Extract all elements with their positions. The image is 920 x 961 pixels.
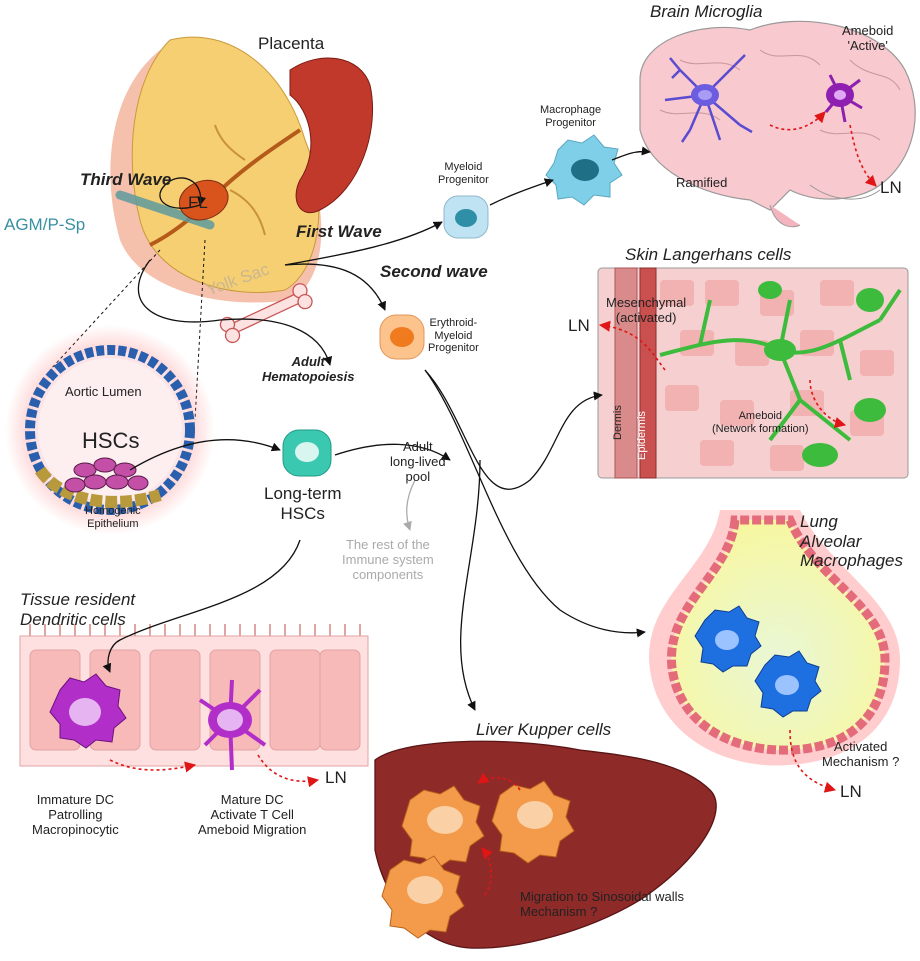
lung-ln-arrow [789,729,837,793]
fl-label: FL [188,193,208,212]
third-wave-loop [159,177,207,209]
skin-network-arrow [809,379,847,428]
arrow-adult-hematopoiesis [137,259,333,366]
alveolar-macrophage-1 [694,605,762,673]
adult-hematopoiesis-label: Adult Hematopoiesis [262,354,355,384]
dermis-layer [614,267,638,479]
brain-illustration [639,20,916,228]
lung-ln-label: LN [840,782,862,801]
arrow-emp-to-lung [424,369,646,638]
macrophage-progenitor-cell [545,134,623,206]
lung-alveolus [667,515,890,755]
vessel-branch-2 [229,189,266,236]
epidermis-layer [639,267,657,479]
arrow-first-wave [284,221,443,266]
liver-title: Liver Kupper cells [476,720,612,739]
lung-title: Lung Alveolar Macrophages [800,512,904,571]
brain-red-arrow [769,111,826,131]
bone-icon [219,283,313,344]
homogenic-epithelium-label: Homogenic Epithelium [85,505,141,530]
dc-ln-label: LN [325,768,347,787]
second-wave-label: Second wave [380,262,488,281]
kupffer-cell-1 [401,785,485,869]
alveolar-macrophage-2 [754,650,822,718]
skin-cells [660,280,894,471]
vessel-branch-1 [214,124,246,161]
brain-ramified-label: Ramified [676,175,728,190]
arrow-myeloid-to-macrophage [489,178,554,206]
long-term-hscs-label: Long-term HSCs [264,484,342,523]
hscs-label: HSCs [82,428,140,453]
brain-title: Brain Microglia [650,2,763,21]
myeloid-progenitor-label: Myeloid Progenitor [438,161,489,186]
liver-illustration [374,740,717,949]
aortic-inner [38,358,182,502]
dc-title: Tissue resident Dendritic cells [20,590,136,629]
rest-immune-label: The rest of the Immune system components [342,537,434,582]
aortic-lumen-label: Aortic Lumen [65,384,142,399]
liver-arrow-2 [481,847,493,896]
arrow-lt-to-pool [334,443,451,461]
brain-ln-arrow [849,124,877,187]
macrophage-progenitor-label: Macrophage Progenitor [540,104,602,129]
mature-dc-label: Mature DC Activate T Cell Ameboid Migrat… [198,792,307,837]
kupffer-cell-3 [381,855,465,939]
epidermis-label: Epidermis [636,411,648,460]
arrow-macrophage-to-brain [611,146,651,161]
agm-label: AGM/P-Sp [4,215,86,234]
placenta-shape [289,57,374,214]
hsc-cluster [64,457,149,493]
arrow-emp-to-liver [460,459,481,711]
first-wave-label: First Wave [296,222,382,241]
erythroid-myeloid-progenitor-cell [379,314,425,360]
flow-arrows [102,146,651,711]
immature-dc [49,673,127,749]
lung-activated-label: Activated Mechanism ? [822,739,900,769]
kupffer-cell-2 [491,780,575,864]
dendritic-tissue [19,624,369,788]
embryo-group [49,36,374,421]
arrow-hsc-to-lt [129,439,281,471]
dc-ln-arrow [257,754,320,788]
long-term-hsc-cell [282,429,332,477]
skin-mesenchymal-label: Mesenchymal (activated) [606,295,687,325]
skin-ln-label: LN [568,316,590,335]
placenta-label: Placenta [258,34,325,53]
brain-ameboid-label: Ameboid 'Active' [842,23,894,53]
arrow-lt-to-dc [102,539,301,673]
dc-maturation-arrow [109,759,197,773]
brain-ln-label: LN [880,178,902,197]
ramified-microglia [664,54,753,143]
homogenic-epithelium [35,466,162,508]
dermis-label: Dermis [612,405,624,440]
myeloid-progenitor-cell [443,195,489,239]
arrow-emp-to-skin [424,369,603,490]
skin-ln-arrow [598,320,666,371]
arrow-pool-to-rest [403,479,416,531]
aortic-lumen-group [5,325,215,535]
skin-ameboid-label: Ameboid (Network formation) [712,410,809,435]
immature-dc-label: Immature DC Patrolling Macropinocytic [32,792,119,837]
liver-migration-label: Migration to Sinosoidal walls Mechanism … [520,889,685,919]
skin-illustration [597,267,909,479]
skin-title: Skin Langerhans cells [625,245,792,264]
liver-arrow-1 [477,772,521,791]
adult-pool-label: Adult long-lived pool [390,439,446,484]
agm-band [115,190,215,230]
emp-label: Erythroid- Myeloid Progenitor [428,317,479,355]
third-wave-label: Third Wave [80,170,172,189]
lung-illustration [649,510,900,793]
arrow-second-wave [284,263,386,311]
